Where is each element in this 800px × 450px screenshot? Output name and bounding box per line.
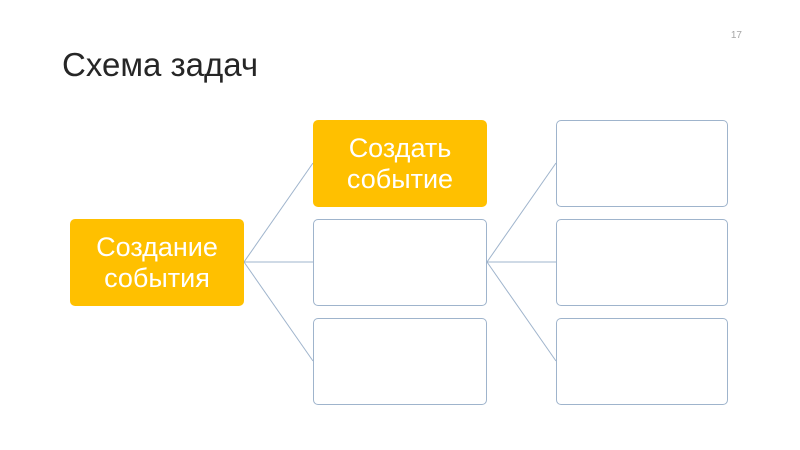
node-create-event-root-label: Создание события (96, 232, 218, 293)
connector-task-to-subtask-3 (486, 261, 557, 362)
node-empty-subtask-3 (556, 318, 728, 405)
node-empty-task-1 (313, 219, 487, 306)
slide-title: Схема задач (62, 46, 259, 83)
connector-task-to-subtask-1 (486, 162, 557, 263)
node-empty-subtask-1 (556, 120, 728, 207)
connector-root-to-create-event (243, 162, 314, 263)
slide-number: 17 (730, 30, 742, 41)
node-create-event-task-label: Создать событие (346, 133, 454, 194)
node-create-event-root: Создание события (70, 219, 244, 306)
node-empty-task-2 (313, 318, 487, 405)
node-empty-subtask-2 (556, 219, 728, 306)
connector-root-to-empty-task-2 (243, 261, 314, 362)
node-create-event-task: Создать событие (313, 120, 487, 207)
